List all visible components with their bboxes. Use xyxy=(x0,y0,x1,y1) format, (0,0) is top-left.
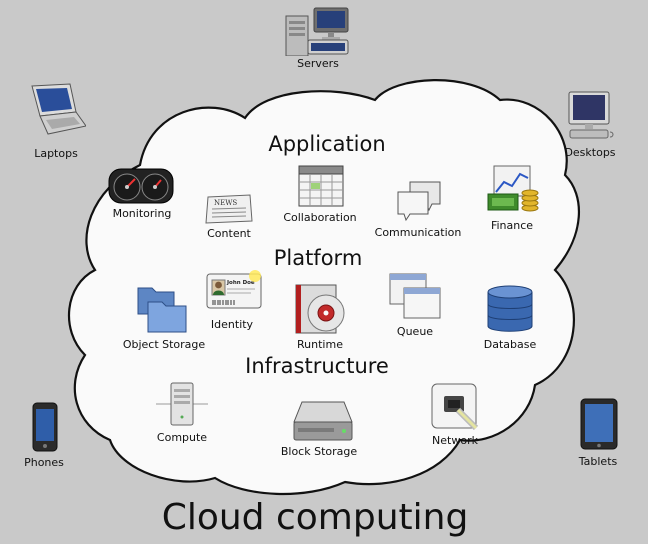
newspaper-masthead: NEWS xyxy=(214,199,237,207)
queue-label: Queue xyxy=(396,325,434,338)
compute-server-icon xyxy=(156,382,208,426)
finance-icon xyxy=(487,165,539,212)
finance-label: Finance xyxy=(490,219,534,232)
id-card-icon: John Doe xyxy=(206,270,262,309)
folders-icon xyxy=(137,287,187,333)
id-card-name: John Doe xyxy=(226,280,255,286)
object-storage-label: Object Storage xyxy=(122,338,206,351)
collaboration-label: Collaboration xyxy=(283,211,357,224)
network-label: Network xyxy=(432,434,478,447)
laptops-label: Laptops xyxy=(34,147,78,160)
content-label: Content xyxy=(207,227,251,240)
network-port-icon xyxy=(431,383,479,430)
calendar-icon xyxy=(298,165,344,207)
identity-label: Identity xyxy=(210,318,254,331)
database-label: Database xyxy=(483,338,537,351)
monitoring-label: Monitoring xyxy=(112,207,172,220)
platform-heading: Platform xyxy=(273,246,363,270)
infrastructure-heading: Infrastructure xyxy=(245,354,389,378)
gauge-icon xyxy=(108,168,174,204)
application-heading: Application xyxy=(268,132,386,156)
newspaper-icon: NEWS xyxy=(205,194,253,224)
runtime-disc-icon xyxy=(295,284,345,334)
tablet-icon xyxy=(580,398,618,450)
diagram-title: Cloud computing xyxy=(161,497,469,538)
compute-label: Compute xyxy=(156,431,208,444)
tablets-label: Tablets xyxy=(578,455,618,468)
phones-label: Phones xyxy=(24,456,64,469)
servers-icon xyxy=(285,7,349,56)
database-icon xyxy=(487,285,533,332)
desktops-label: Desktops xyxy=(564,146,616,159)
desktop-icon xyxy=(568,91,614,139)
communication-label: Communication xyxy=(374,226,462,239)
phone-icon xyxy=(32,402,58,452)
chat-bubbles-icon xyxy=(397,181,441,222)
hard-drive-icon xyxy=(293,401,353,441)
runtime-label: Runtime xyxy=(297,338,343,351)
queue-windows-icon xyxy=(389,273,441,319)
block-storage-label: Block Storage xyxy=(280,445,358,458)
servers-label: Servers xyxy=(297,57,339,70)
laptop-icon xyxy=(31,83,86,135)
